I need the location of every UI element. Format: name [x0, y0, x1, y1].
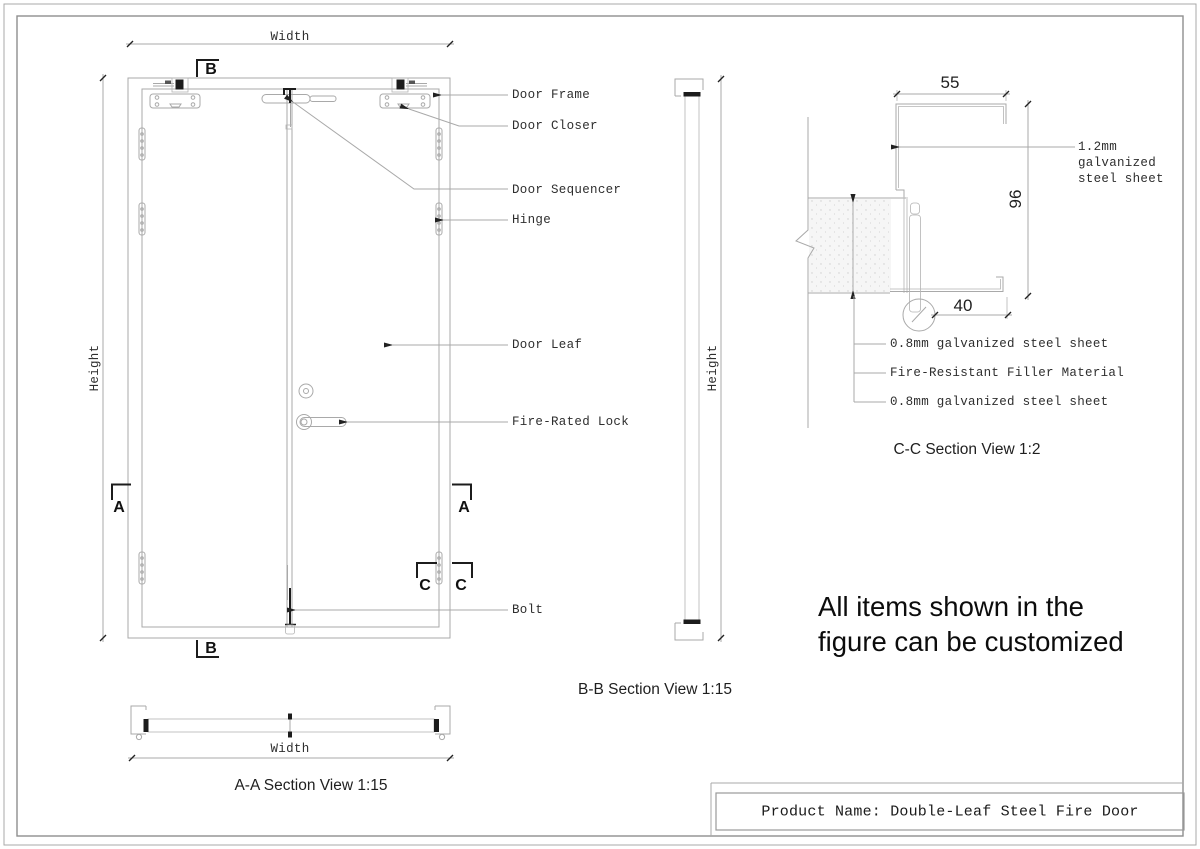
aa-width-dim-label: Width [270, 742, 310, 756]
front-width-dimension [126, 40, 454, 48]
section-marker-c-left: C [419, 577, 431, 594]
door-closer-left [149, 77, 201, 109]
aa-section-view [128, 705, 454, 762]
bb-height-dim-label: Height [706, 344, 720, 392]
callout-hinge: Hinge [512, 213, 552, 227]
title-block [710, 782, 1185, 836]
bb-sill-frame [674, 622, 704, 641]
label-08mm-sheet-bottom: 0.8mm galvanized steel sheet [890, 395, 1109, 409]
callout-bolt: Bolt [512, 603, 544, 617]
label-filler-material: Fire-Resistant Filler Material [890, 366, 1125, 380]
sheet-border [3, 3, 1197, 846]
bb-door-leaf [684, 94, 700, 623]
cc-dim-55-label: 55 [940, 73, 960, 92]
cc-dim-40 [931, 297, 1012, 319]
cc-dim-40-label: 40 [953, 296, 973, 315]
bb-height-dimension [717, 75, 725, 642]
section-marker-c-right: C [455, 577, 467, 594]
section-marker-b-top: B [205, 61, 217, 78]
door-frame-inner-outline [141, 88, 440, 628]
bolt [285, 565, 296, 635]
callout-door-leaf: Door Leaf [512, 338, 583, 352]
front-width-dim-label: Width [270, 30, 310, 44]
keyhole [298, 383, 314, 399]
front-height-dimension [99, 74, 107, 642]
aa-width-dimension [128, 754, 454, 762]
label-12mm-line1: 1.2mm [1078, 140, 1118, 154]
leader-door-closer [399, 103, 508, 127]
cc-wall-face-breakline [795, 117, 815, 428]
callout-door-sequencer: Door Sequencer [512, 183, 622, 197]
callout-door-closer: Door Closer [512, 119, 598, 133]
cc-section-caption: C-C Section View 1:2 [893, 441, 1041, 458]
marker-c-left-bracket [416, 562, 437, 578]
hinge-left-bottom [138, 551, 146, 585]
hinge-right-bottom [435, 551, 443, 585]
cc-dim-55 [893, 90, 1010, 101]
cc-dim-96 [1024, 100, 1032, 300]
fire-rated-lock [296, 383, 347, 430]
section-marker-a-left: A [113, 499, 125, 516]
label-12mm-line2: galvanized [1078, 156, 1157, 170]
front-elevation [99, 40, 508, 658]
cc-dim-96-label: 96 [1006, 189, 1025, 209]
label-12mm-line3: steel sheet [1078, 172, 1164, 186]
aa-left-hinge-knuckle [135, 733, 143, 741]
label-12mm-sheet: 1.2mm galvanized steel sheet [1078, 139, 1164, 187]
marker-b-top-bracket [196, 59, 219, 77]
cc-seal-block [910, 202, 920, 215]
cc-material-leaders [853, 296, 886, 403]
title-block-product-name: Product Name: Double-Leaf Steel Fire Doo… [761, 803, 1139, 821]
hinge-left-middle [138, 202, 146, 236]
aa-right-hinge-knuckle [438, 733, 446, 741]
front-height-dim-label: Height [88, 344, 102, 392]
marker-b-bottom-bracket [196, 640, 219, 658]
bb-section-view [674, 75, 725, 642]
customization-note-line2: figure can be customized [818, 625, 1124, 657]
customization-note: All items shown in the figure can be cus… [818, 590, 1124, 659]
section-marker-a-right: A [458, 499, 470, 516]
cc-door-leaf [909, 214, 921, 313]
cc-frame-profile [890, 103, 1007, 293]
aa-section-caption: A-A Section View 1:15 [234, 777, 388, 794]
section-markers [111, 59, 473, 658]
door-closer-right [379, 77, 431, 109]
cc-wall [809, 199, 891, 292]
marker-c-right-bracket [452, 562, 473, 578]
callout-door-frame: Door Frame [512, 88, 591, 102]
door-sequencer [261, 88, 337, 130]
aa-door-leaf [147, 718, 435, 733]
meeting-stile [286, 89, 293, 627]
label-08mm-sheet-top: 0.8mm galvanized steel sheet [890, 337, 1109, 351]
cc-fixing-detail [902, 298, 936, 332]
leader-door-sequencer [284, 94, 508, 190]
bb-section-caption: B-B Section View 1:15 [578, 681, 732, 698]
hinge-left-top [138, 127, 146, 161]
marker-a-left-bracket [111, 483, 131, 500]
cc-section-view [795, 90, 1075, 428]
handle-rose [296, 414, 312, 430]
section-marker-b-bottom: B [205, 640, 217, 657]
hinge-right-top [435, 127, 443, 161]
bb-head-frame [674, 78, 704, 97]
marker-a-right-bracket [452, 483, 472, 500]
door-frame-outline [127, 77, 451, 639]
callout-fire-rated-lock: Fire-Rated Lock [512, 415, 630, 429]
callout-leaders [284, 92, 508, 613]
customization-note-line1: All items shown in the [818, 591, 1084, 622]
